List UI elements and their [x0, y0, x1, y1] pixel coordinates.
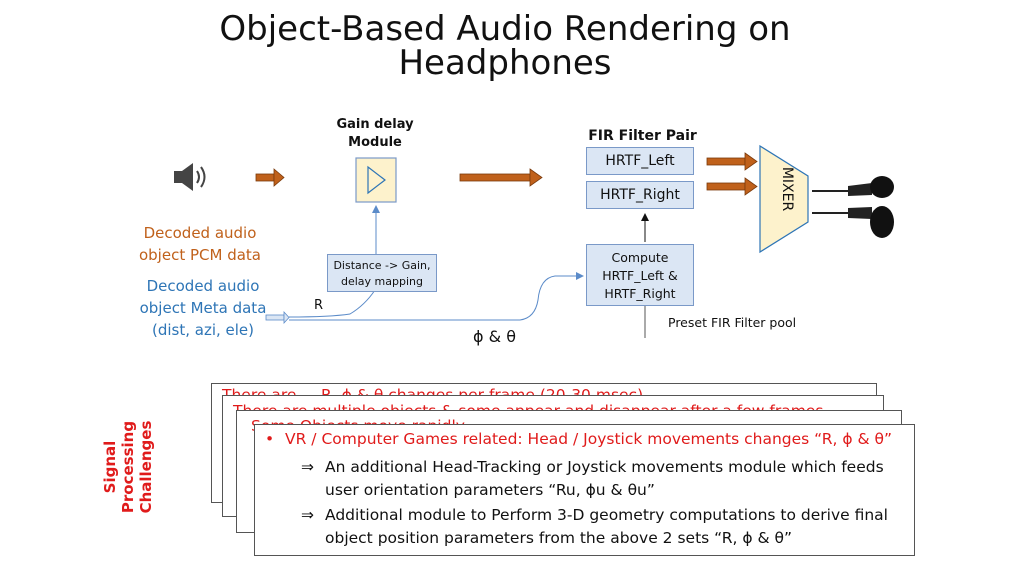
- mixer-block: [759, 144, 809, 254]
- sub-bullet-2-line-2: object position parameters from the abov…: [325, 529, 792, 547]
- signal-arrow-2: [459, 168, 543, 187]
- decoded-pcm-label: Decoded audio object PCM data: [138, 224, 261, 264]
- hrtf-right-box: HRTF_Right: [586, 181, 694, 209]
- meta-to-compute-line: [289, 272, 584, 321]
- decoded-meta-label: Decoded audio object Meta data (dist, az…: [139, 277, 267, 339]
- signal-arrow-1: [255, 168, 285, 187]
- signal-arrow-right: [706, 177, 758, 196]
- preset-pool-label: Preset FIR Filter pool: [668, 315, 797, 330]
- sub-bullet-2-line-1: Additional module to Perform 3-D geometr…: [325, 506, 888, 524]
- challenges-label: Signal Processing Challenges: [101, 420, 155, 514]
- sub-bullet-1-line-1: An additional Head-Tracking or Joystick …: [325, 458, 884, 476]
- meta-arrow: [265, 310, 290, 325]
- mixer-label: MIXER: [779, 166, 795, 212]
- meta-to-distance-line: [288, 289, 376, 318]
- sub-bullet-1-line-2: user orientation parameters “Ru, ϕu & θu…: [325, 481, 655, 499]
- earbud-icon-bottom: [812, 206, 894, 238]
- bullet-dot: •: [265, 430, 275, 448]
- speaker-icon: [174, 163, 206, 191]
- hrtf-left-box: HRTF_Left: [586, 147, 694, 175]
- distance-mapping-box: Distance -> Gain, delay mapping: [327, 254, 437, 292]
- implies-icon-1: ⇒: [301, 458, 314, 476]
- gain-delay-box: [355, 157, 397, 203]
- page-title: Object-Based Audio Rendering on Headphon…: [219, 9, 791, 83]
- fir-pair-label: FIR Filter Pair: [588, 128, 697, 144]
- gain-delay-label: Gain delay Module: [336, 117, 414, 150]
- bullet-main: VR / Computer Games related: Head / Joys…: [285, 430, 892, 448]
- phi-theta-label: ϕ & θ: [473, 327, 516, 346]
- earbud-icon-top: [812, 176, 894, 198]
- card-front: • VR / Computer Games related: Head / Jo…: [254, 424, 915, 556]
- compute-hrtf-box: Compute HRTF_Left & HRTF_Right: [586, 244, 694, 306]
- r-label: R: [314, 298, 324, 313]
- implies-icon-2: ⇒: [301, 506, 314, 524]
- signal-arrow-left: [706, 152, 758, 171]
- amplifier-icon: [367, 165, 386, 195]
